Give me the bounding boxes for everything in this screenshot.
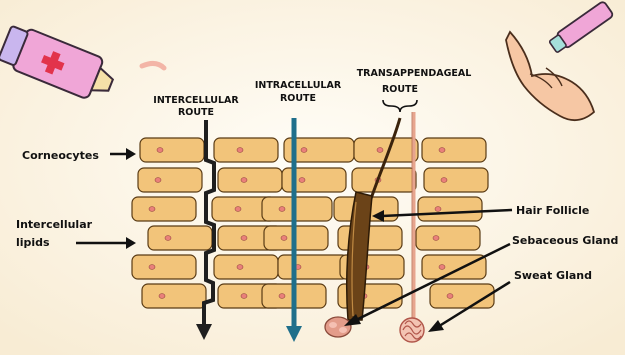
sebaceous-gland [325, 317, 351, 337]
corneocytes-label: Corneocytes [22, 149, 99, 162]
corneocyte-cell [148, 226, 212, 250]
cell-nucleus [241, 178, 247, 183]
cell-nucleus [237, 265, 243, 270]
corneocyte-cell [430, 284, 494, 308]
corneocyte-cell [132, 255, 196, 279]
corneocyte-cell [214, 138, 278, 162]
intercellular-route-label-line1: INTERCELLULAR [153, 95, 239, 106]
corneocyte-cell [422, 255, 486, 279]
intercellular-lipids-label-line2: lipids [16, 236, 50, 249]
cell-nucleus [237, 148, 243, 153]
cell-nucleus [447, 294, 453, 299]
cell-nucleus [433, 236, 439, 241]
sweat-gland-label: Sweat Gland [514, 269, 592, 282]
corneocyte-cell [132, 197, 196, 221]
corneocyte-cell [352, 168, 416, 192]
cell-nucleus [435, 207, 441, 212]
corneocyte-cell [142, 284, 206, 308]
cell-nucleus [235, 207, 241, 212]
sweat-gland [400, 318, 424, 342]
corneocyte-cell [138, 168, 202, 192]
cell-nucleus [241, 236, 247, 241]
cell-nucleus [439, 265, 445, 270]
cell-nucleus [299, 178, 305, 183]
cell-nucleus [441, 178, 447, 183]
hair-follicle-label: Hair Follicle [516, 204, 589, 217]
cell-nucleus [377, 148, 383, 153]
transappendageal-route-label-line1: TRANSAPPENDAGEAL [357, 68, 472, 79]
corneocyte-cell [214, 255, 278, 279]
cell-nucleus [439, 148, 445, 153]
corneocyte-cell [422, 138, 486, 162]
cell-nucleus [165, 236, 171, 241]
intercellular-lipids-label-line1: Intercellular [16, 218, 93, 231]
cell-nucleus [157, 148, 163, 153]
cell-nucleus [155, 178, 161, 183]
intercellular-route-label-line2: ROUTE [178, 107, 214, 118]
cell-nucleus [241, 294, 247, 299]
corneocyte-cell [416, 226, 480, 250]
cell-nucleus [281, 236, 287, 241]
cell-nucleus [279, 207, 285, 212]
corneocyte-cell [218, 168, 282, 192]
transappendageal-route-label-line2: ROUTE [382, 84, 418, 95]
corneocyte-cell [278, 255, 348, 279]
sebaceous-gland-label: Sebaceous Gland [512, 234, 618, 247]
corneocyte-cell [262, 197, 332, 221]
cell-nucleus [149, 265, 155, 270]
cell-nucleus [149, 207, 155, 212]
intracellular-route-label-line1: INTRACELLULAR [255, 80, 342, 91]
cell-nucleus [159, 294, 165, 299]
intracellular-route-label-line2: ROUTE [280, 93, 316, 104]
corneocyte-cell [424, 168, 488, 192]
corneocyte-cell [418, 197, 482, 221]
corneocyte-cell [140, 138, 204, 162]
cell-nucleus [301, 148, 307, 153]
cell-nucleus [279, 294, 285, 299]
